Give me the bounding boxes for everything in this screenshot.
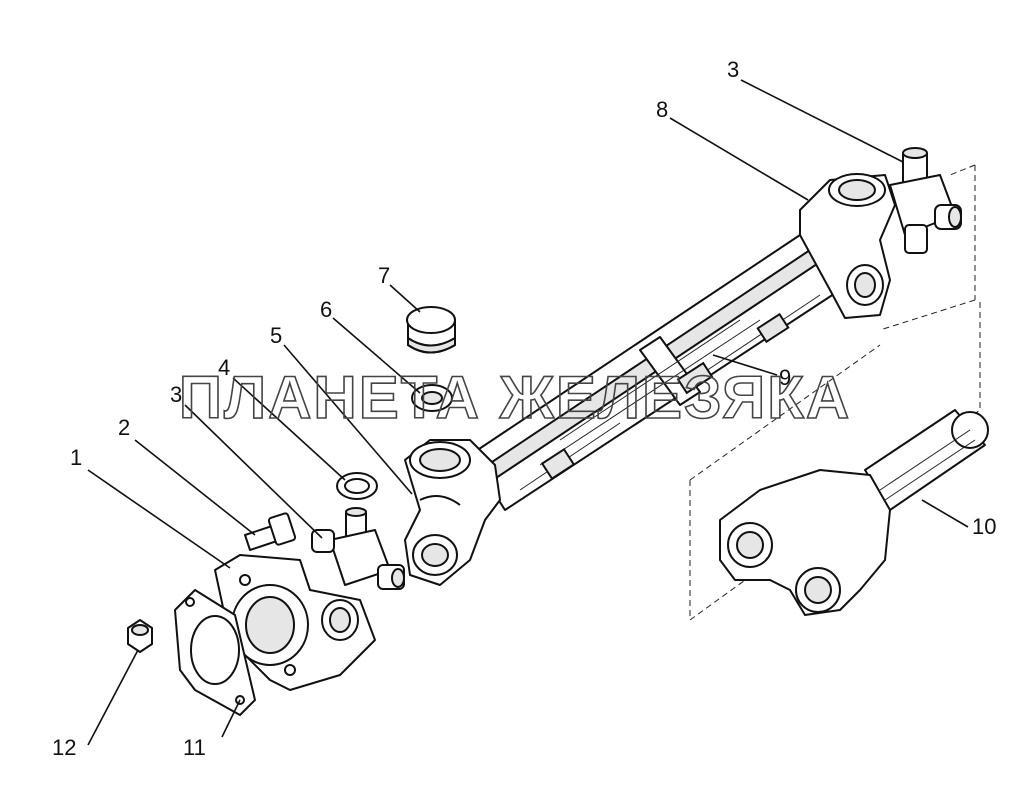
shaft-tube xyxy=(469,234,841,511)
callout-2: 2 xyxy=(118,415,130,440)
callout-3-near: 3 xyxy=(170,382,182,407)
callout-4: 4 xyxy=(218,355,230,380)
bolt xyxy=(244,512,297,551)
dashed-guides xyxy=(689,164,981,621)
callout-6: 6 xyxy=(320,297,332,322)
callout-10: 10 xyxy=(972,514,996,539)
nut xyxy=(127,619,153,653)
callout-7: 7 xyxy=(378,263,390,288)
callout-5: 5 xyxy=(270,323,282,348)
far-yoke xyxy=(799,173,896,319)
callout-1: 1 xyxy=(70,445,82,470)
far-spider xyxy=(889,147,962,254)
callout-12: 12 xyxy=(52,735,76,760)
bearing-cup xyxy=(406,306,456,354)
seal-ring-small xyxy=(336,472,378,500)
leader-lines xyxy=(87,79,969,746)
seal-ring xyxy=(411,384,453,412)
flange-yoke xyxy=(214,554,376,691)
callout-11: 11 xyxy=(183,735,206,760)
near-yoke xyxy=(404,439,501,586)
callout-8: 8 xyxy=(656,97,668,122)
callouts: 1 2 3 4 5 6 7 8 3 9 10 11 12 xyxy=(52,57,996,760)
slip-yoke xyxy=(719,409,989,616)
gasket xyxy=(174,589,256,716)
callout-3-far: 3 xyxy=(727,57,739,82)
near-spider xyxy=(311,507,405,590)
watermark-text: ПЛАНЕТА ЖЕЛЕЗЯКА xyxy=(179,364,851,431)
callout-9: 9 xyxy=(779,365,791,390)
